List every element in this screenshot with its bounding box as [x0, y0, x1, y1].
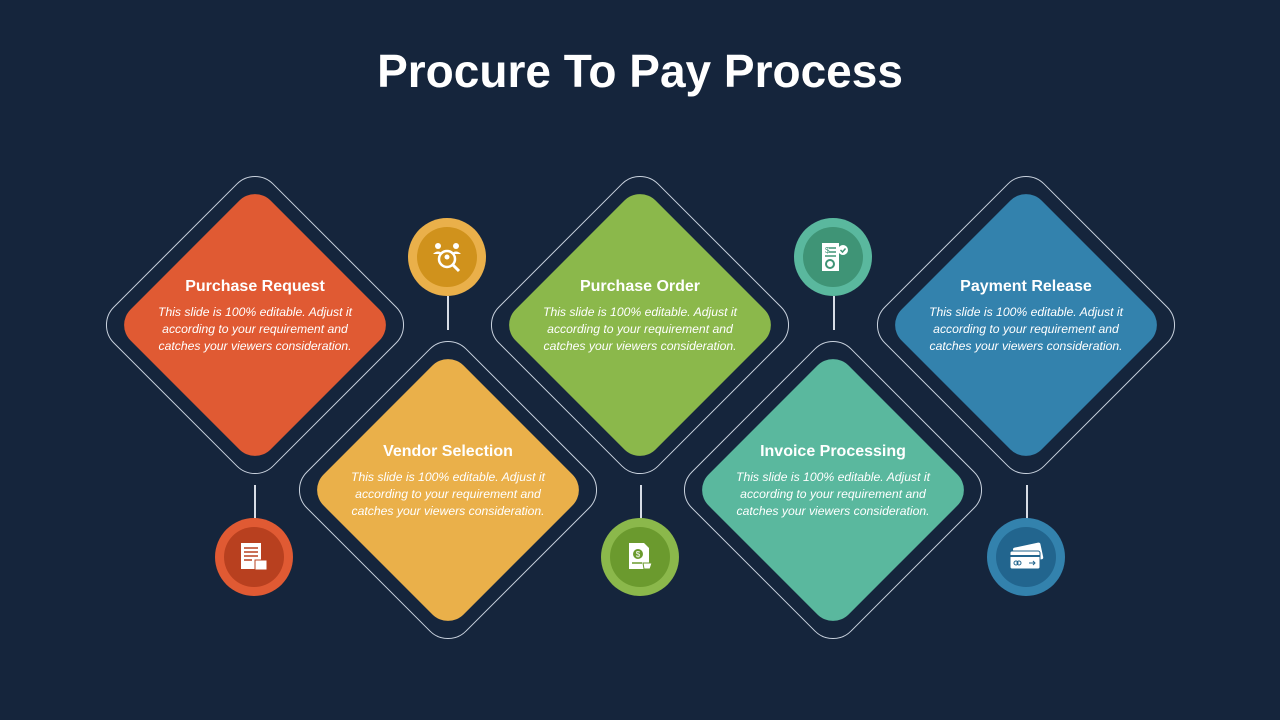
- step-title: Vendor Selection: [383, 443, 513, 460]
- step-text-block: Vendor Selection This slide is 100% edit…: [338, 443, 558, 520]
- receipt-gear-icon: $: [822, 243, 848, 271]
- connector-line: [833, 296, 835, 330]
- icon-badge-purchase-order: $: [601, 518, 679, 596]
- step-title: Purchase Order: [579, 278, 701, 295]
- people-search-icon: [433, 243, 461, 273]
- step-text-block: Purchase Request This slide is 100% edit…: [145, 278, 365, 355]
- document-icon: [241, 543, 268, 571]
- connector-line: [254, 485, 256, 519]
- step-description: This slide is 100% editable. Adjust it a…: [543, 305, 737, 353]
- connector-line: [640, 485, 642, 519]
- step-title: Payment Release: [960, 278, 1092, 295]
- svg-text:$: $: [825, 246, 830, 255]
- step-description: This slide is 100% editable. Adjust it a…: [736, 470, 930, 518]
- icon-badge-payment-release: [987, 518, 1065, 596]
- step-description: This slide is 100% editable. Adjust it a…: [158, 305, 352, 353]
- connector-line: [447, 296, 449, 330]
- step-description: This slide is 100% editable. Adjust it a…: [929, 305, 1123, 353]
- credit-cards-icon: [1009, 542, 1044, 570]
- icon-badge-vendor-selection: [408, 218, 486, 296]
- invoice-cart-icon: $: [629, 543, 653, 570]
- icon-badge-invoice-processing: $: [794, 218, 872, 296]
- page-title: Procure To Pay Process: [377, 45, 903, 97]
- connector-line: [1026, 485, 1028, 519]
- step-text-block: Payment Release This slide is 100% edita…: [916, 278, 1136, 355]
- step-text-block: Invoice Processing This slide is 100% ed…: [723, 443, 943, 520]
- step-title: Invoice Processing: [760, 443, 906, 460]
- step-title: Purchase Request: [185, 278, 325, 295]
- step-description: This slide is 100% editable. Adjust it a…: [351, 470, 545, 518]
- step-text-block: Purchase Order This slide is 100% editab…: [530, 278, 750, 355]
- icon-badge-purchase-request: [215, 518, 293, 596]
- svg-text:$: $: [636, 550, 641, 559]
